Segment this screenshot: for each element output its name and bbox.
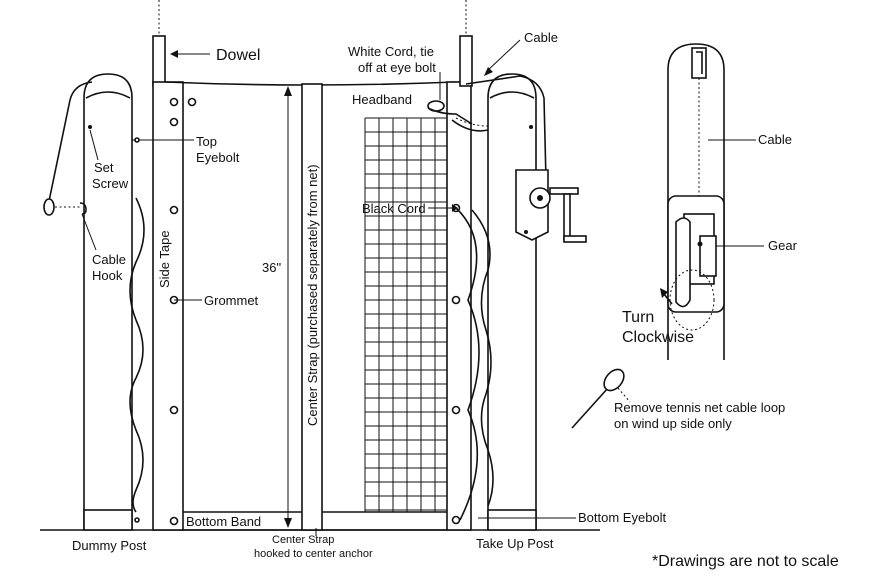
center-strap-note-2: hooked to center anchor [254,548,373,560]
top-eyebolt-label-2: Eyebolt [196,150,240,165]
right-black-cord [455,207,480,521]
cable-loop-detail [571,368,631,429]
white-cord-label-2: off at eye bolt [358,60,436,75]
left-grommets [169,97,197,526]
side-tape-label: Side Tape [157,230,172,288]
grommet-label: Grommet [204,293,259,308]
white-cord-label-1: White Cord, tie [348,44,434,59]
dowel-label: Dowel [216,47,260,64]
cable-top-label: Cable [524,30,558,45]
black-cord-label: Black Cord [362,201,426,216]
center-strap [301,83,323,531]
right-dowel [459,35,473,87]
right-side-tape [446,81,472,531]
dummy-post-label: Dummy Post [72,538,147,553]
left-black-cord [129,197,145,513]
height-label: 36" [262,260,281,275]
left-dowel [152,35,166,87]
gear-post-detail [667,43,725,360]
bottom-band-label: Bottom Band [186,514,261,529]
remove-note-1: Remove tennis net cable loop [614,400,785,415]
dummy-post-cable [43,81,93,216]
center-strap-label: Center Strap (purchased separately from … [305,164,320,426]
cable-hook-label-1: Cable [92,252,126,267]
headband-label: Headband [352,92,412,107]
net-mesh [364,117,447,512]
cable-hook-label-2: Hook [92,268,123,283]
turn-label-2: Clockwise [622,329,694,346]
take-up-cable [465,75,547,181]
set-screw-label-1: Set [94,160,114,175]
cable-detail-label: Cable [758,132,792,147]
height-arrow [284,86,292,528]
leader-lines [81,39,764,536]
white-cord [427,100,489,132]
gear-label: Gear [768,238,798,253]
take-up-post-label: Take Up Post [476,536,554,551]
winch [515,169,587,243]
turn-arrow [663,293,673,305]
turn-label-1: Turn [622,309,654,326]
scale-note: *Drawings are not to scale [652,553,839,570]
dummy-post [83,73,133,531]
center-strap-note-1: Center Strap [272,534,334,546]
remove-note-2: on wind up side only [614,416,732,431]
top-eyebolt-label-1: Top [196,134,217,149]
set-screw-label-2: Screw [92,176,129,191]
bottom-eyebolt-label: Bottom Eyebolt [578,510,667,525]
take-up-post [487,73,537,531]
left-side-tape [152,81,184,531]
